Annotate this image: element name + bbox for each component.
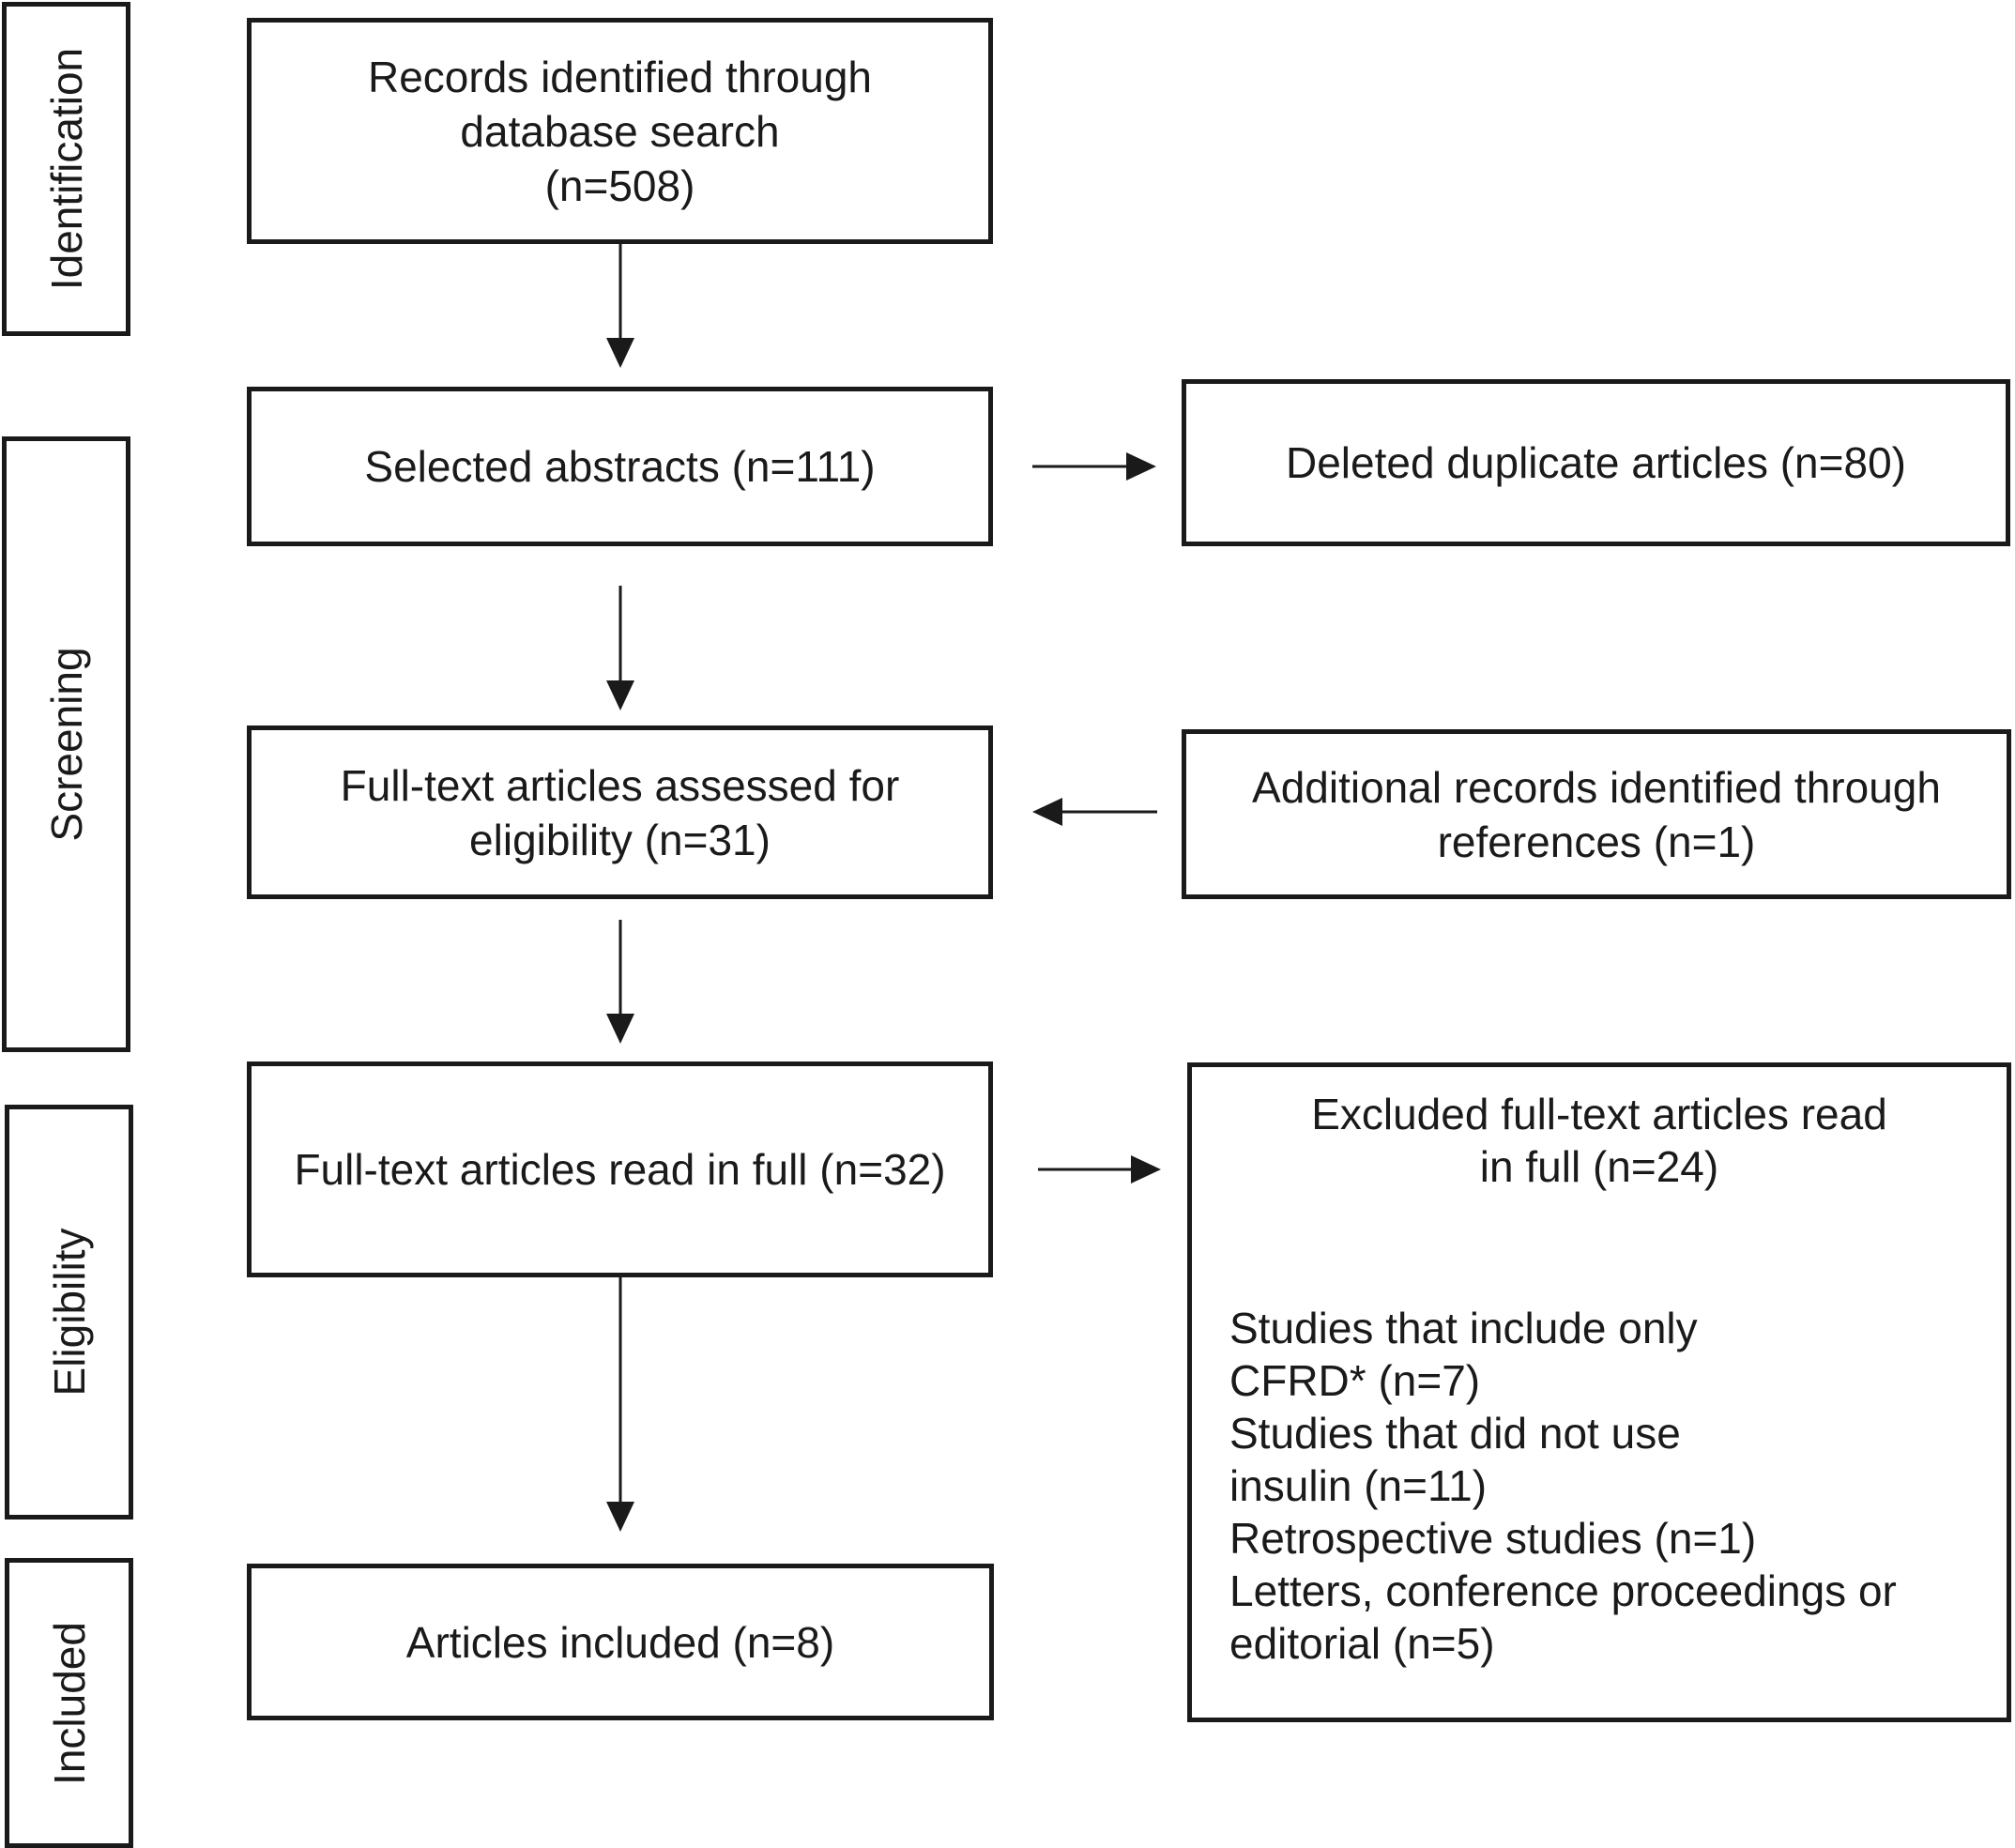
phase-eligibility-label: Eligibility bbox=[44, 1228, 94, 1397]
phase-identification: Identification bbox=[2, 2, 130, 336]
arrow-read-to-excluded bbox=[1038, 1155, 1161, 1184]
read-in-full-box: Full-text articles read in full (n=32) bbox=[247, 1061, 993, 1277]
arrow-abstracts-to-assessed bbox=[606, 586, 634, 710]
full-text-assessed-line2: eligibility (n=31) bbox=[469, 815, 771, 864]
list-item: insulin (n=11) bbox=[1229, 1461, 1488, 1510]
additional-records-box: Additional records identified through re… bbox=[1182, 729, 2011, 899]
records-identified-box: Records identified through database sear… bbox=[247, 18, 993, 244]
phase-screening-label: Screening bbox=[41, 647, 91, 842]
list-item: Studies that include only bbox=[1229, 1304, 1698, 1352]
full-text-assessed-line1: Full-text articles assessed for bbox=[340, 760, 900, 810]
excluded-articles-box: Excluded full-text articles read in full… bbox=[1187, 1062, 2011, 1722]
selected-abstracts-text: Selected abstracts (n=111) bbox=[364, 442, 876, 491]
list-item: Studies that did not use bbox=[1229, 1409, 1681, 1458]
excluded-heading-line1: Excluded full-text articles read bbox=[1311, 1090, 1887, 1138]
phase-included-label: Included bbox=[44, 1621, 94, 1785]
articles-included-box: Articles included (n=8) bbox=[247, 1564, 994, 1720]
read-in-full-text: Full-text articles read in full (n=32) bbox=[294, 1145, 946, 1194]
arrow-assessed-to-read bbox=[606, 920, 634, 1044]
deleted-duplicates-box: Deleted duplicate articles (n=80) bbox=[1182, 379, 2010, 546]
selected-abstracts-box: Selected abstracts (n=111) bbox=[247, 387, 993, 546]
phase-identification-label: Identification bbox=[41, 47, 91, 291]
list-item: Retrospective studies (n=1) bbox=[1229, 1514, 1757, 1563]
arrow-read-to-included bbox=[606, 1277, 634, 1532]
arrow-additional-to-assessed bbox=[1032, 798, 1157, 826]
excluded-heading-line2: in full (n=24) bbox=[1479, 1142, 1719, 1191]
additional-records-line2: references (n=1) bbox=[1437, 817, 1756, 866]
records-identified-count: (n=508) bbox=[544, 160, 695, 210]
full-text-assessed-box: Full-text articles assessed for eligibil… bbox=[247, 725, 993, 899]
excluded-heading: Excluded full-text articles read in full… bbox=[1192, 1088, 2007, 1193]
list-item: editorial (n=5) bbox=[1229, 1619, 1495, 1668]
deleted-duplicates-text: Deleted duplicate articles (n=80) bbox=[1286, 438, 1906, 487]
arrow-abstracts-to-duplicates bbox=[1032, 452, 1156, 481]
phase-included: Included bbox=[5, 1558, 133, 1848]
arrow-records-to-abstracts bbox=[606, 244, 634, 368]
phase-eligibility: Eligibility bbox=[5, 1105, 133, 1520]
records-identified-line1: Records identified through bbox=[368, 52, 872, 101]
articles-included-text: Articles included (n=8) bbox=[405, 1617, 835, 1667]
additional-records-line1: Additional records identified through bbox=[1252, 762, 1941, 812]
exclusion-reasons-list: Studies that include only CFRD* (n=7) St… bbox=[1229, 1302, 1978, 1670]
list-item: CFRD* (n=7) bbox=[1229, 1356, 1481, 1405]
phase-screening: Screening bbox=[2, 436, 130, 1052]
list-item: Letters, conference proceedings or bbox=[1229, 1566, 1897, 1615]
records-identified-line2: database search bbox=[460, 106, 780, 156]
